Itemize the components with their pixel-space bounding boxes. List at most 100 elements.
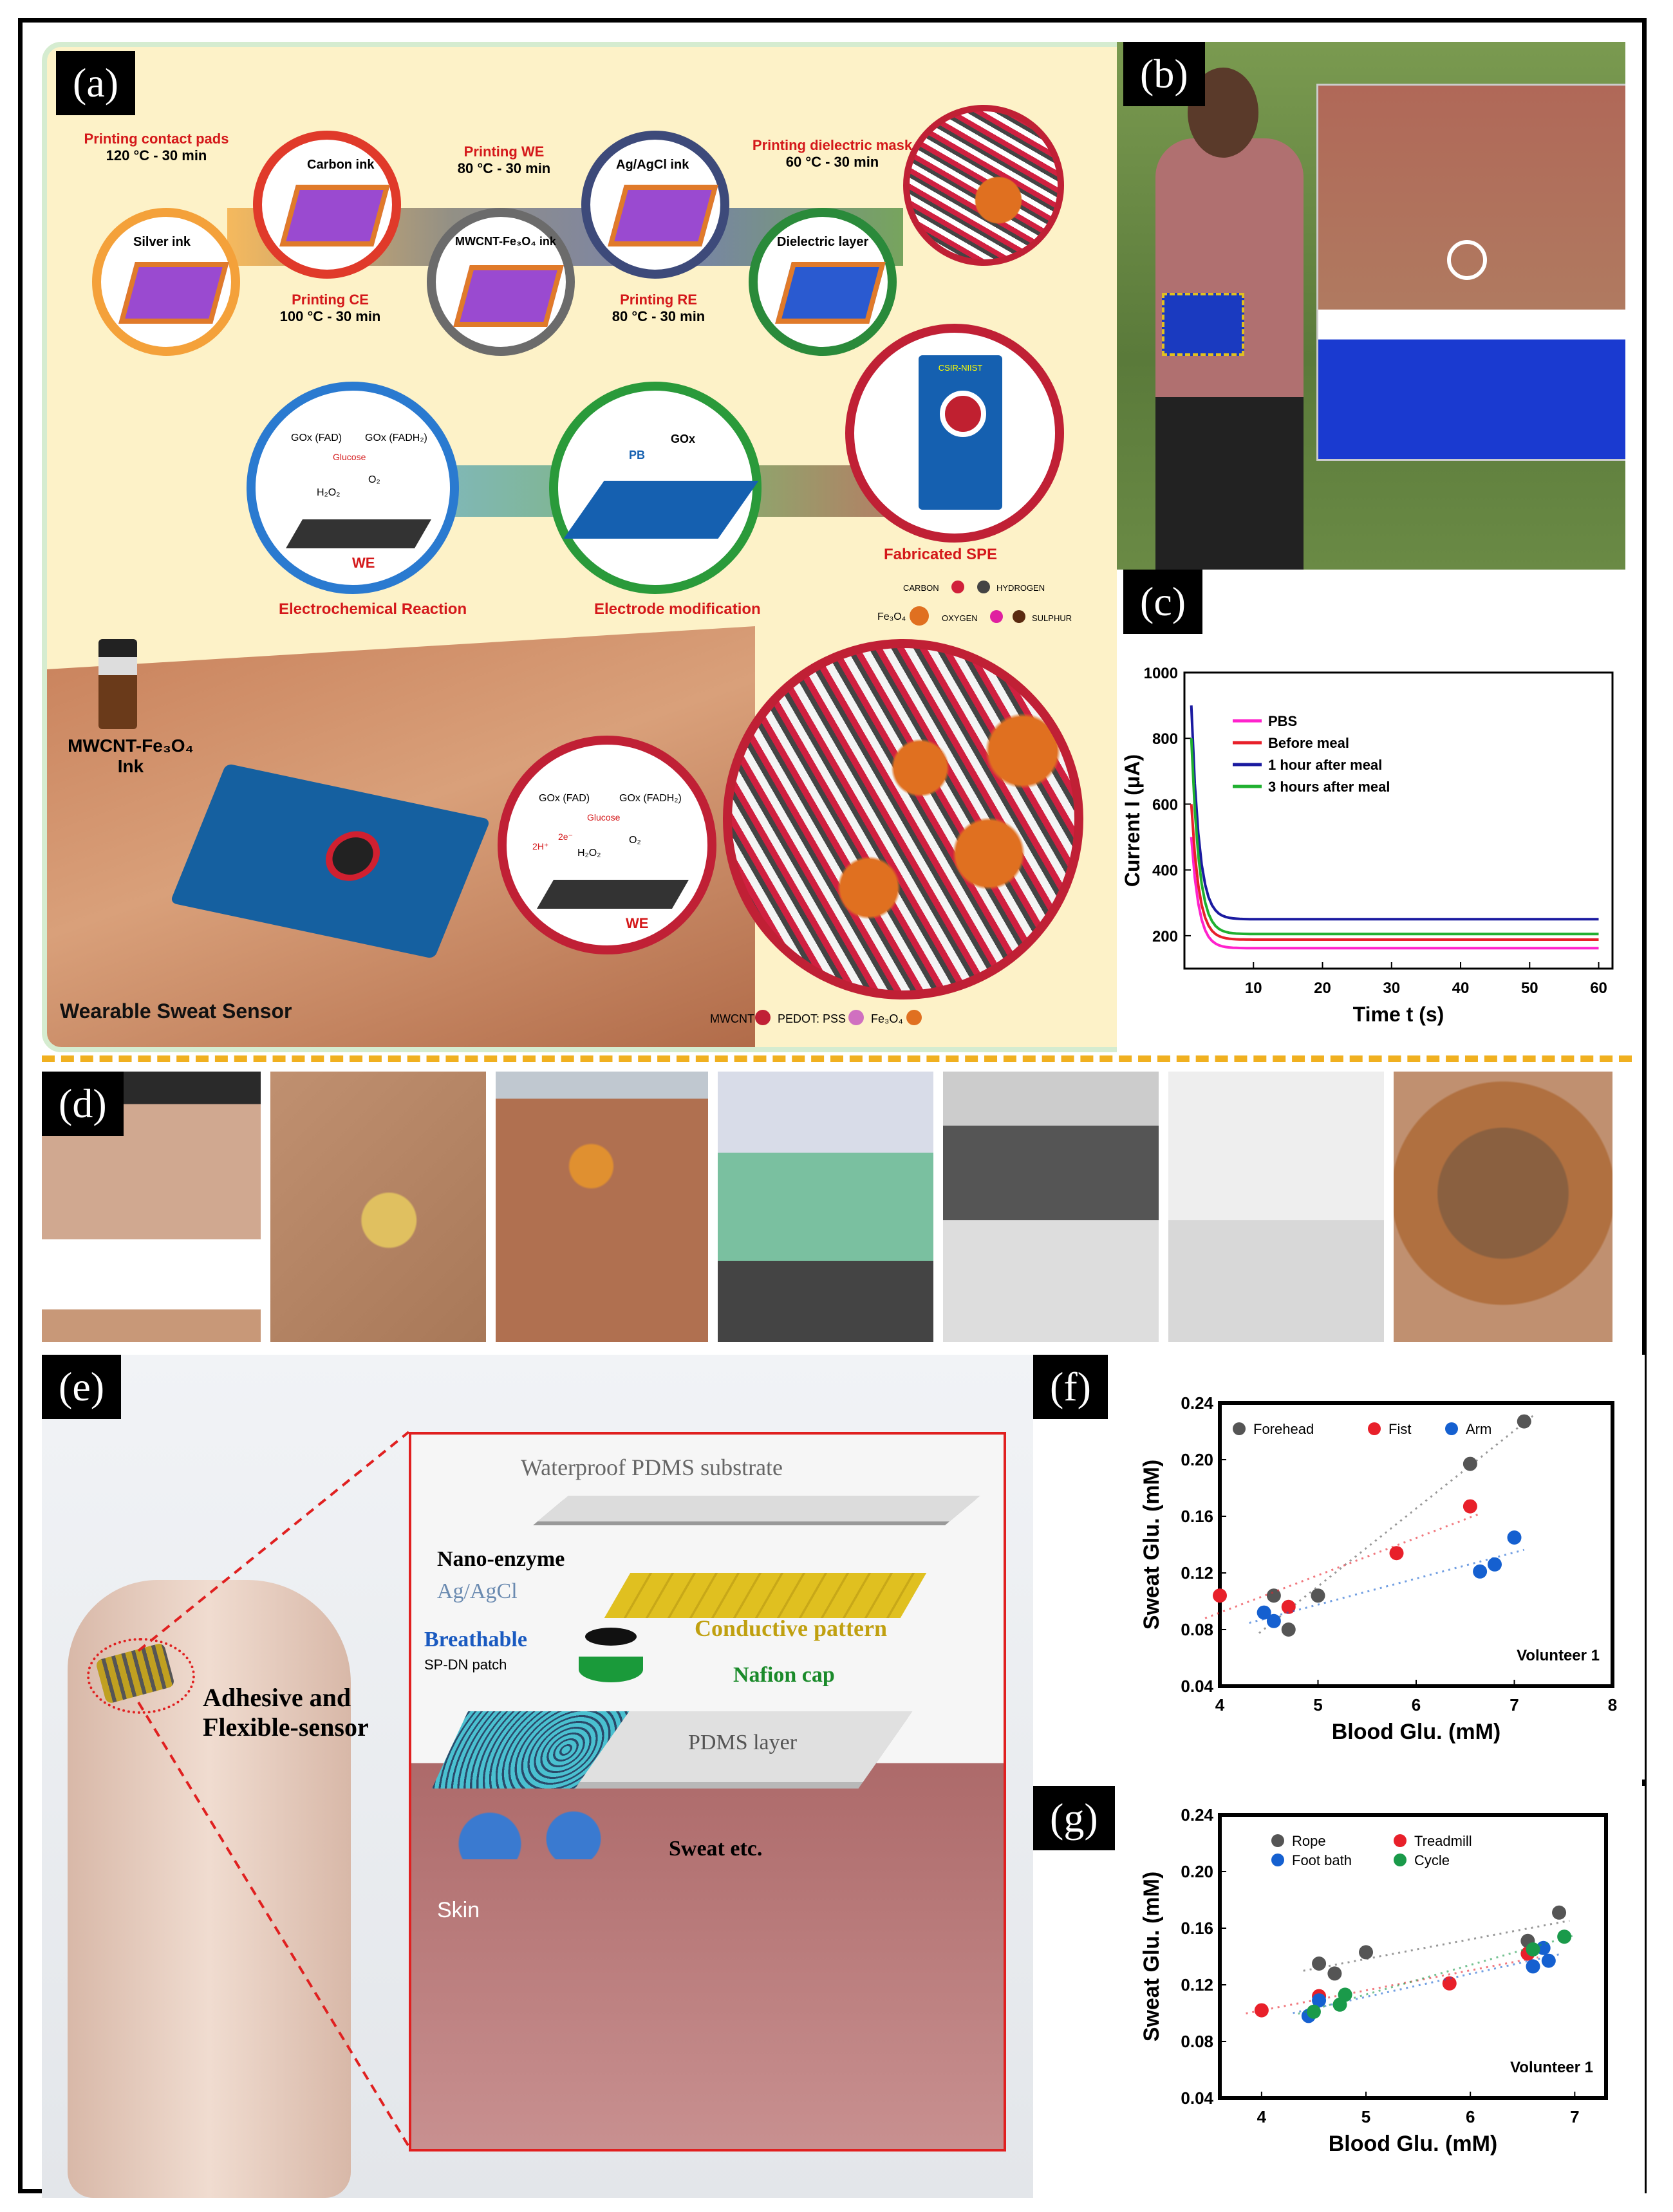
reaction-circle: GOx (FAD) GOx (FADH₂) Glucose H₂O₂ O₂ WE	[247, 382, 459, 594]
sweat-label: Sweat etc.	[669, 1837, 763, 1861]
legend-marker	[1394, 1854, 1407, 1866]
data-point-forehead	[1463, 1456, 1477, 1471]
legend-label: PBS	[1268, 713, 1297, 729]
y-tick-label: 800	[1152, 730, 1178, 748]
data-point-forehead	[1266, 1588, 1281, 1603]
carbon-ink-circle: Carbon ink	[253, 131, 401, 279]
panel-b: (b)	[1117, 42, 1625, 570]
x-tick-label: 4	[1257, 2107, 1267, 2126]
breathable-label: Breathable	[424, 1628, 527, 1651]
data-point-treadmill	[1254, 2003, 1269, 2018]
figure-frame: (a) Silver ink Carbon ink MWCNT-Fe₃O₄ in…	[18, 18, 1647, 2198]
data-point-treadmill	[1442, 1976, 1457, 1991]
section-divider	[42, 1055, 1632, 1062]
zoom-box: Waterproof PDMS substrate Nano-enzyme Co…	[409, 1432, 1006, 2152]
patch-label: SP-DN patch	[424, 1657, 507, 1673]
data-point-cycle	[1526, 1942, 1540, 1956]
panel-c-label: (c)	[1123, 570, 1203, 634]
data-point-fist	[1213, 1588, 1227, 1603]
mwcnt-ink-circle: MWCNT-Fe₃O₄ ink	[427, 208, 575, 356]
carbon-print-screen	[279, 185, 390, 246]
x-tick-label: 7	[1570, 2107, 1579, 2126]
pdms-substrate	[537, 1496, 980, 1521]
data-point-foot-bath	[1541, 1953, 1556, 1968]
reaction-caption: Electrochemical Reaction	[279, 600, 467, 618]
x-tick-label: 20	[1314, 980, 1331, 997]
fit-line	[1303, 1919, 1570, 1972]
ink-vial	[98, 639, 137, 729]
dielectric-label: Dielectric layer	[777, 235, 869, 249]
legend-marker	[1233, 1422, 1246, 1435]
lower-h2o2: H₂O₂	[577, 848, 601, 859]
silver-ink-label: Silver ink	[133, 235, 191, 249]
data-point-cycle	[1338, 1987, 1352, 2002]
lower-reaction-circle: GOx (FAD) GOx (FADH₂) Glucose 2H⁺ 2e⁻ H₂…	[498, 736, 716, 954]
series-line-1-hour-after-meal	[1190, 705, 1599, 921]
panel-f-label: (f)	[1033, 1355, 1108, 1419]
y-tick-label: 0.08	[1181, 2032, 1213, 2051]
data-point-forehead	[1311, 1588, 1325, 1603]
sweat-droplets	[456, 1808, 624, 1859]
data-point-arm	[1266, 1613, 1281, 1628]
legend-marker	[1271, 1834, 1284, 1847]
lower-o2: O₂	[629, 835, 641, 846]
legend-marker	[1271, 1854, 1284, 1866]
spe-electrode: CSIR-NIIST	[919, 355, 1002, 510]
y-tick-label: 0.24	[1181, 1393, 1213, 1413]
y-tick-label: 0.08	[1181, 1620, 1213, 1639]
data-point-fist	[1281, 1599, 1296, 1614]
dielectric-circle: Dielectric layer	[749, 208, 897, 356]
modification-gox: GOx	[671, 432, 696, 445]
y-tick-label: 0.20	[1181, 1862, 1213, 1881]
series-line-3-hours-after-meal	[1190, 738, 1599, 936]
y-tick-label: 1000	[1144, 665, 1178, 682]
x-tick-label: 10	[1245, 980, 1262, 997]
volunteer-annotation: Volunteer 1	[1517, 1647, 1600, 1664]
panel-a-label: (a)	[56, 51, 136, 115]
x-tick-label: 4	[1215, 1695, 1225, 1715]
modification-pb: PB	[629, 449, 646, 461]
x-tick-label: 8	[1608, 1695, 1617, 1715]
data-point-foot-bath	[1526, 1959, 1540, 1974]
y-axis-label: Sweat Glu. (mM)	[1139, 1460, 1164, 1630]
photo-arm-patch	[270, 1072, 486, 1342]
conductive-pattern	[604, 1573, 927, 1618]
plot-frame	[1218, 1401, 1614, 1688]
photo-hand	[496, 1072, 708, 1342]
legend-label: Rope	[1292, 1833, 1326, 1849]
y-tick-label: 400	[1152, 862, 1178, 880]
reaction-electrode	[286, 519, 431, 548]
series-line-before-meal	[1190, 804, 1599, 941]
data-point-rope	[1312, 1956, 1327, 1971]
panel-g-label: (g)	[1033, 1786, 1115, 1850]
agagcl-label: Ag/AgCl	[437, 1579, 518, 1603]
reaction-gox-fadh2: GOx (FADH₂)	[365, 432, 427, 443]
y-tick-label: 0.12	[1181, 1975, 1213, 1994]
x-axis-label: Blood Glu. (mM)	[1332, 1720, 1501, 1744]
data-point-cycle	[1306, 2004, 1321, 2019]
y-tick-label: 0.20	[1181, 1450, 1213, 1469]
lower-gox-fad: GOx (FAD)	[539, 793, 590, 804]
fit-line	[1204, 1512, 1481, 1619]
reaction-o2: O₂	[368, 474, 380, 485]
x-tick-label: 30	[1383, 980, 1400, 997]
lower-e-minus: 2e⁻	[558, 832, 573, 842]
plot-frame	[1183, 671, 1614, 970]
legend-label: Forehead	[1253, 1421, 1314, 1437]
zoom-lines	[137, 1431, 410, 2148]
plot-frame	[1218, 1813, 1608, 2100]
y-tick-label: 0.16	[1181, 1507, 1213, 1526]
conductive-label: Conductive pattern	[695, 1615, 887, 1641]
data-point-forehead	[1281, 1622, 1296, 1637]
legend-marker	[1368, 1422, 1381, 1435]
agagcl-print-screen	[608, 185, 718, 246]
modification-caption: Electrode modification	[594, 600, 761, 618]
y-axis-label: Sweat Glu. (mM)	[1139, 1872, 1164, 2041]
data-point-arm	[1507, 1530, 1522, 1545]
y-tick-label: 0.16	[1181, 1919, 1213, 1938]
